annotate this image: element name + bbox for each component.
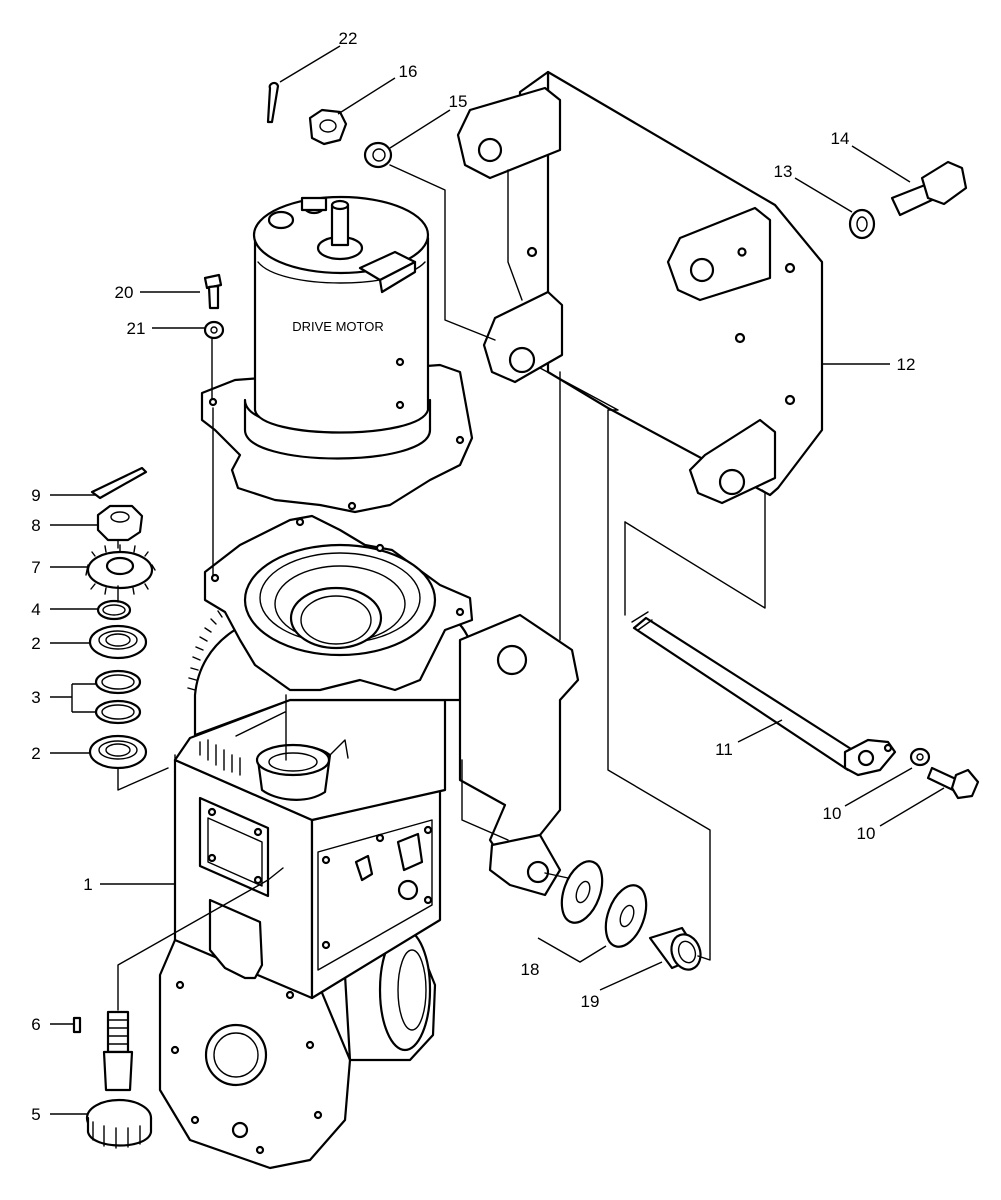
thrust-washer-19b — [604, 884, 648, 948]
spacer-3-lower — [94, 699, 142, 725]
mounting-bracket — [456, 70, 824, 641]
axle-pin-12 — [631, 611, 897, 777]
bushing-20 — [648, 926, 702, 971]
assembly-lines — [117, 164, 766, 1011]
callout-numbers: 22 16 15 14 13 12 20 21 9 8 7 4 2 3 2 1 … — [31, 29, 915, 1124]
callout-5: 5 — [31, 1105, 40, 1124]
washer-22 — [203, 320, 225, 340]
callout-13: 12 — [897, 355, 916, 374]
pinion-shaft-5 — [85, 1010, 153, 1149]
bolt-10 — [926, 766, 980, 800]
callout-9: 9 — [31, 486, 40, 505]
lock-washer-14 — [848, 208, 876, 240]
nut-17 — [308, 108, 348, 146]
callout-12: 11 — [715, 740, 733, 759]
callout-10: 10 — [857, 824, 876, 843]
gearbox-housing — [158, 599, 580, 1170]
callout-21: 20 — [115, 283, 134, 302]
washer-11 — [909, 747, 931, 767]
callout-14: 13 — [774, 162, 793, 181]
gear-7 — [85, 544, 156, 595]
callout-18: 22 — [339, 29, 358, 48]
cotter-pin-18 — [266, 81, 280, 124]
spacer-3-upper — [94, 669, 142, 695]
bolt-15 — [890, 160, 968, 217]
callout-2-upper: 2 — [31, 634, 40, 653]
adapter-flange — [203, 514, 474, 692]
callout-20: 19 — [581, 992, 600, 1011]
callout-16: 15 — [449, 92, 468, 111]
cotter-pin-9 — [90, 466, 148, 500]
callout-4: 4 — [31, 600, 40, 619]
snap-ring-4 — [96, 599, 132, 621]
callout-19: 18 — [521, 960, 540, 979]
callout-8: 8 — [31, 516, 40, 535]
bearing-2-upper — [88, 624, 148, 660]
callout-2-lower: 2 — [31, 744, 40, 763]
leader-lines — [50, 45, 945, 1115]
callout-22: 21 — [127, 319, 146, 338]
callout-3: 3 — [31, 688, 40, 707]
bearing-2-lower — [88, 734, 148, 770]
callout-1: 1 — [83, 875, 92, 894]
castle-nut-8 — [96, 504, 144, 542]
washer-16 — [363, 141, 393, 169]
callout-17: 16 — [399, 62, 418, 81]
callout-11: 10 — [823, 804, 842, 823]
callout-7: 7 — [31, 558, 40, 577]
drive-motor: DRIVE MOTOR — [200, 195, 474, 514]
callout-6: 6 — [31, 1015, 40, 1034]
motor-label: DRIVE MOTOR — [292, 319, 384, 334]
bolt-21 — [203, 273, 223, 310]
callout-15: 14 — [831, 129, 850, 148]
pin-6 — [72, 1016, 82, 1034]
thrust-washer-19a — [560, 860, 604, 924]
